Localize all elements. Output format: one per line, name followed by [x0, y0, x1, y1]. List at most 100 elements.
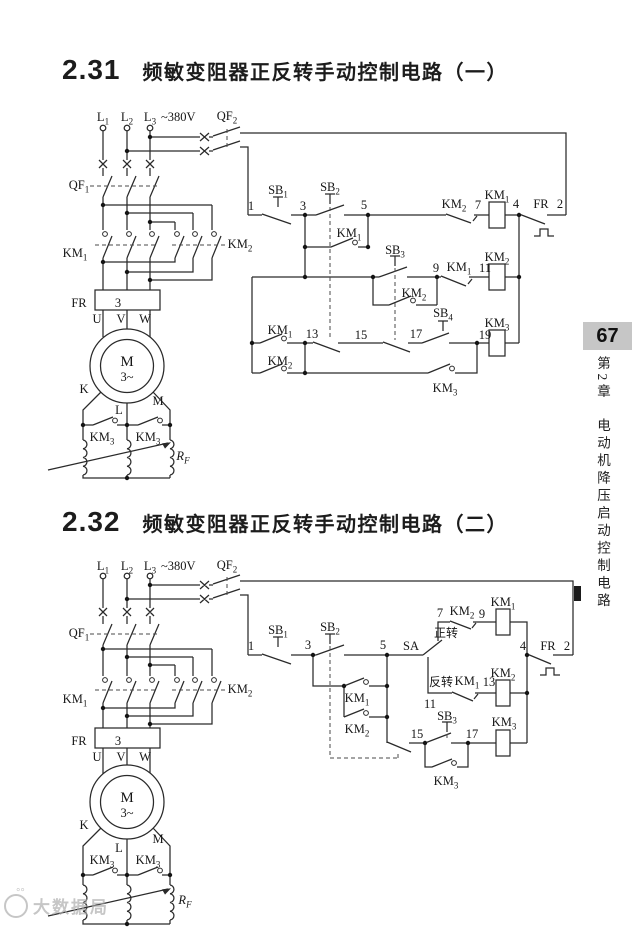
coil-KM2	[488, 263, 506, 291]
section-title: 频敏变阻器正反转手动控制电路（一）	[142, 62, 508, 84]
circuit-label: SA	[403, 639, 419, 653]
circuit-label: 15	[411, 727, 424, 741]
motor-inner	[99, 338, 155, 394]
coil-KM1	[488, 201, 506, 229]
chapter-sidebar: 第2章电动机降压启动控制电路	[592, 356, 612, 646]
circuit-label: KM3	[485, 316, 510, 333]
rheostat-arrowhead	[162, 442, 171, 449]
mechanical-links-dashed	[90, 577, 448, 759]
thermal-relay-FR	[94, 727, 161, 749]
section-header-2-31: 2.31 频敏变阻器正反转手动控制电路（一）	[62, 54, 508, 86]
circuit-label: L3	[144, 559, 157, 576]
contact-hooks	[102, 231, 455, 424]
page-number-tab: 67	[583, 322, 632, 350]
rheostat-coils	[82, 884, 175, 921]
components	[47, 124, 506, 476]
motor-inner	[99, 774, 155, 830]
circuit-label: 11	[424, 697, 436, 711]
circuit-label: 4	[520, 639, 527, 653]
circuit-label: FR	[540, 639, 556, 653]
circuit-label: 3	[305, 638, 311, 652]
circuit-label: K	[79, 382, 88, 396]
circuit-label: SB1	[268, 183, 288, 200]
circuit-label: M	[120, 790, 133, 806]
circuit-label: QF1	[69, 626, 89, 643]
circuit-label: KM2	[228, 682, 253, 699]
circuit-label: KM1	[447, 260, 472, 277]
circuit-label: 2	[564, 639, 570, 653]
circuit-label: L3	[144, 110, 157, 127]
circuit-label: L	[115, 403, 123, 417]
circuit-label: KM2	[450, 604, 475, 621]
circuit-label: FR	[71, 296, 87, 310]
circuit-label: W	[139, 312, 151, 326]
circuit-label: KM3	[434, 774, 459, 791]
circuit-label: 反转	[429, 674, 453, 689]
circuit-label: SB4	[433, 306, 453, 323]
circuit-label: 9	[479, 607, 485, 621]
circuit-label: KM3	[136, 430, 161, 447]
circuit-label: SB3	[437, 709, 457, 726]
circuit-label: SB1	[268, 623, 288, 640]
circuit-label: KM3	[136, 853, 161, 870]
circuit-label: RF	[175, 449, 190, 466]
circuit-label: ~380V	[161, 110, 196, 124]
circuit-label: QF2	[217, 558, 237, 575]
circuit-label: 5	[361, 198, 367, 212]
control-circuit-wires	[248, 193, 566, 374]
watermark: 大数据局	[4, 887, 109, 918]
circuit-label: KM3	[90, 853, 115, 870]
circuit-label: 3	[115, 296, 121, 310]
section-number: 2.32	[62, 506, 121, 537]
circuit-label: FR	[71, 734, 87, 748]
junction-dots	[80, 134, 522, 481]
circuit-label: 15	[355, 328, 368, 342]
circuit-label: M	[120, 354, 133, 370]
circuit-label: L	[115, 841, 123, 855]
circuit-label: 19	[479, 328, 492, 342]
circuit-label: KM1	[491, 595, 516, 612]
circuit-label: QF2	[217, 109, 237, 126]
circuit-label: SB2	[320, 620, 340, 637]
circuit-label: 1	[248, 199, 254, 213]
circuit-label: QF1	[69, 178, 89, 195]
circuit-label: 13	[306, 327, 319, 341]
circuit-label: 4	[513, 197, 520, 211]
circuit-label: 3~	[120, 806, 133, 820]
circuit-label: 2	[557, 197, 563, 211]
coil-KM2	[495, 679, 511, 707]
terminal-L2	[123, 124, 131, 132]
contact-hooks	[102, 677, 457, 874]
junction-dots	[80, 582, 530, 927]
circuit-label: 17	[410, 327, 423, 341]
circuit-label: KM3	[492, 715, 517, 732]
circuit-label: V	[116, 312, 125, 326]
rheostat-arrow	[47, 442, 169, 471]
watermark-logo-icon	[4, 887, 28, 918]
circuit-label: KM1	[455, 674, 480, 691]
section-number: 2.31	[62, 54, 121, 85]
circuit-label: 3~	[120, 370, 133, 384]
page-number: 67	[596, 324, 619, 347]
circuit-label: V	[116, 750, 125, 764]
circuit-label: KM2	[491, 666, 516, 683]
coil-KM3	[495, 729, 511, 757]
circuit-label: 3	[300, 199, 306, 213]
watermark-text: 大数据局	[33, 898, 109, 917]
circuit-label: KM2	[485, 250, 510, 267]
circuit-label: 1	[248, 639, 254, 653]
circuit-label: U	[92, 312, 101, 326]
circuit-label: 5	[380, 638, 386, 652]
circuit-label: 11	[479, 261, 491, 275]
mechanical-links-dashed	[90, 129, 396, 340]
circuit-label: M	[152, 394, 163, 408]
circuit-label: KM3	[90, 430, 115, 447]
rheostat-arrow	[47, 888, 169, 917]
circuit-label: 9	[433, 261, 439, 275]
components	[47, 572, 511, 921]
circuit-label: RF	[177, 893, 192, 910]
circuit-label: L1	[97, 110, 109, 127]
